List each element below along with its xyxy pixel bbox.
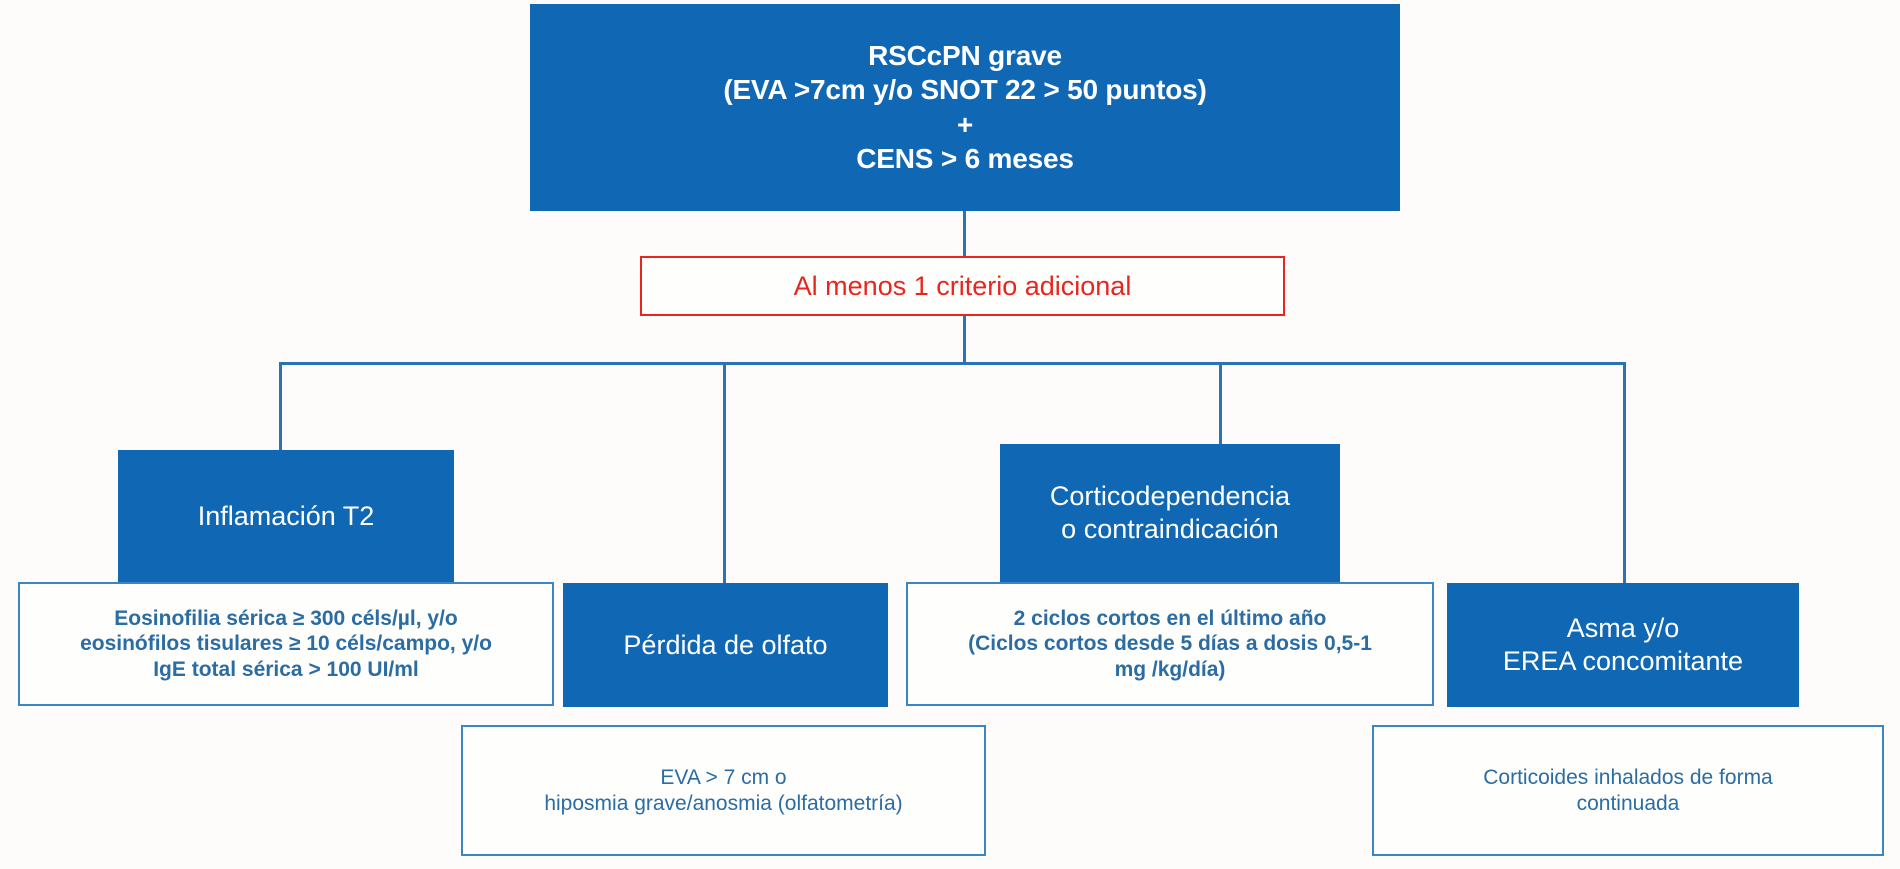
node-detail-perdida-olfato: EVA > 7 cm o hiposmia grave/anosmia (olf… — [461, 725, 986, 856]
connector-gate-to-bus — [963, 316, 966, 364]
node-branch-asma-erea: Asma y/o EREA concomitante — [1447, 583, 1799, 707]
node-branch-asma-erea-label: Asma y/o EREA concomitante — [1448, 612, 1798, 678]
node-branch-inflamacion-t2: Inflamación T2 — [118, 450, 454, 582]
node-detail-asma-erea: Corticoides inhalados de forma continuad… — [1372, 725, 1884, 856]
connector-drop-branch-3 — [1219, 362, 1222, 445]
node-branch-perdida-olfato: Pérdida de olfato — [563, 583, 888, 707]
node-root-diagnosis: RSCcPN grave (EVA >7cm y/o SNOT 22 > 50 … — [530, 4, 1400, 211]
node-detail-inflamacion-t2: Eosinofilia sérica ≥ 300 céls/µl, y/o eo… — [18, 582, 554, 706]
corticodependencia-line-2: o contraindicación — [1061, 514, 1279, 544]
node-branch-inflamacion-t2-label: Inflamación T2 — [197, 500, 375, 531]
node-detail-inflamacion-t2-text: Eosinofilia sérica ≥ 300 céls/µl, y/o eo… — [20, 606, 552, 683]
node-detail-corticodependencia-text: 2 ciclos cortos en el último año (Ciclos… — [908, 606, 1432, 683]
detail-olfato-line-2: hiposmia grave/anosmia (olfatometría) — [544, 791, 903, 815]
detail-asma-line-1: Corticoides inhalados de forma — [1483, 765, 1773, 789]
detail-cortico-line-2: (Ciclos cortos desde 5 días a dosis 0,5-… — [968, 632, 1372, 656]
asma-line-2: EREA concomitante — [1502, 646, 1744, 676]
detail-t2-line-3: IgE total sérica > 100 UI/ml — [153, 657, 419, 681]
node-root-line-4: CENS > 6 meses — [856, 142, 1074, 174]
node-root-line-1: RSCcPN grave — [868, 40, 1062, 72]
node-root-text: RSCcPN grave (EVA >7cm y/o SNOT 22 > 50 … — [531, 39, 1399, 176]
asma-line-1: Asma y/o — [1566, 613, 1680, 644]
node-root-line-3: + — [956, 108, 974, 140]
connector-drop-branch-2 — [723, 362, 726, 584]
node-gate-label: Al menos 1 criterio adicional — [793, 270, 1132, 301]
node-branch-perdida-olfato-label: Pérdida de olfato — [623, 629, 828, 660]
node-branch-corticodependencia: Corticodependencia o contraindicación — [1000, 444, 1340, 582]
node-detail-corticodependencia: 2 ciclos cortos en el último año (Ciclos… — [906, 582, 1434, 706]
node-branch-corticodependencia-label: Corticodependencia o contraindicación — [1001, 480, 1339, 546]
node-additional-criterion-gate: Al menos 1 criterio adicional — [640, 256, 1285, 316]
connector-drop-branch-1 — [279, 362, 282, 451]
connector-root-to-gate — [963, 211, 966, 256]
detail-asma-line-2: continuada — [1576, 791, 1680, 815]
node-detail-perdida-olfato-text: EVA > 7 cm o hiposmia grave/anosmia (olf… — [463, 765, 984, 816]
detail-t2-line-1: Eosinofilia sérica ≥ 300 céls/µl, y/o — [114, 606, 458, 630]
corticodependencia-line-1: Corticodependencia — [1049, 481, 1291, 512]
detail-cortico-line-3: mg /kg/día) — [1114, 657, 1226, 681]
node-detail-asma-erea-text: Corticoides inhalados de forma continuad… — [1374, 765, 1882, 816]
detail-olfato-line-1: EVA > 7 cm o — [660, 765, 787, 789]
detail-cortico-line-1: 2 ciclos cortos en el último año — [1013, 606, 1327, 630]
detail-t2-line-2: eosinófilos tisulares ≥ 10 céls/campo, y… — [80, 632, 492, 656]
connector-horizontal-bus — [279, 362, 1626, 365]
connector-drop-branch-4 — [1623, 362, 1626, 584]
node-root-line-2: (EVA >7cm y/o SNOT 22 > 50 puntos) — [723, 74, 1207, 106]
